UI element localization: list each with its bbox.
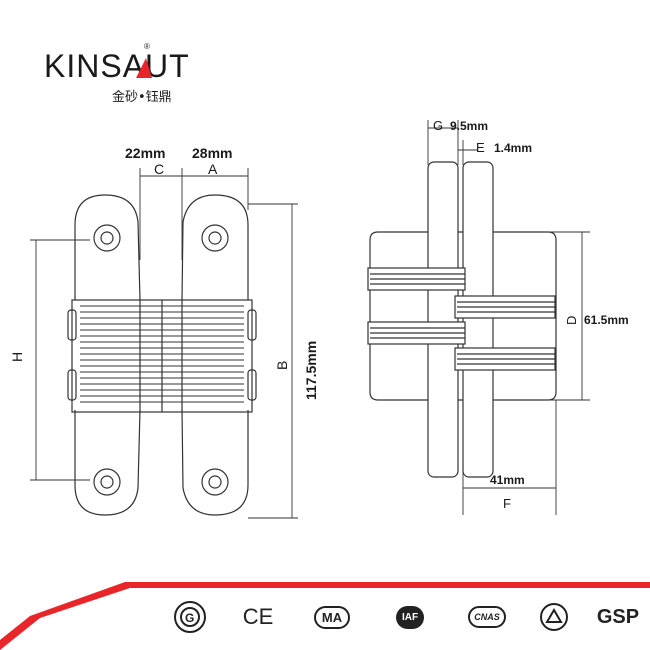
right-leaf-bottom (181, 409, 249, 516)
ce-mark-icon: CE (242, 604, 274, 629)
dim-a-label: A (208, 161, 218, 177)
brand-logo: KINSAUT ® 金砂•钰鼎 (44, 42, 194, 108)
side-view (367, 161, 557, 478)
dim-g-value: 9.5mm (450, 119, 488, 133)
dim-a-value: 28mm (192, 145, 232, 161)
screw-hole (93, 468, 121, 496)
screw-hole-inner (100, 231, 114, 245)
dim-b-value: 117.5mm (303, 341, 319, 400)
dim-e-value: 1.4mm (494, 141, 532, 155)
dim-c-value: 22mm (125, 145, 165, 161)
iaf-mark-icon: IAF (388, 600, 432, 634)
dim-f-value: 41mm (490, 473, 525, 487)
logo-accent (136, 58, 152, 78)
screw-hole-inner (208, 475, 222, 489)
brand-subtitle: 金砂•钰鼎 (112, 90, 172, 105)
dim-h-label: H (9, 352, 25, 362)
gsp-mark-icon: GSP (596, 605, 640, 628)
screw-hole (201, 468, 229, 496)
cnas-mark-icon: CNAS (462, 600, 512, 634)
side-dimensions (427, 120, 590, 515)
front-view (67, 194, 257, 516)
dim-f-label: F (503, 496, 511, 511)
left-leaf-top (74, 194, 141, 301)
side-plate-right (462, 161, 494, 478)
brand-name: KINSAUT (44, 48, 190, 84)
hinge-technical-drawing: 22mm 28mm C A H B 117.5mm G 9.5mm E 1.4m (9, 58, 629, 519)
screw-hole (201, 224, 229, 252)
ma-mark-icon: MA (310, 600, 354, 634)
ilac-mark-icon (536, 600, 572, 634)
dim-g-label: G (433, 118, 443, 133)
gf-certification-icon: G (172, 600, 208, 634)
dim-c-label: C (154, 161, 164, 177)
screw-hole-inner (208, 231, 222, 245)
screw-hole (93, 224, 121, 252)
left-leaf-bottom (74, 409, 141, 516)
side-plate-left (427, 161, 459, 478)
dim-e-label: E (476, 140, 485, 155)
svg-text:G: G (185, 611, 194, 625)
front-dimensions (30, 168, 298, 519)
dim-d-value: 61.5mm (584, 313, 629, 327)
right-leaf-top (181, 194, 249, 301)
dim-b-label: B (274, 361, 290, 370)
screw-hole-inner (100, 475, 114, 489)
hinge-ribs (80, 305, 244, 403)
dim-d-label: D (564, 316, 579, 325)
registered-mark: ® (144, 42, 150, 51)
